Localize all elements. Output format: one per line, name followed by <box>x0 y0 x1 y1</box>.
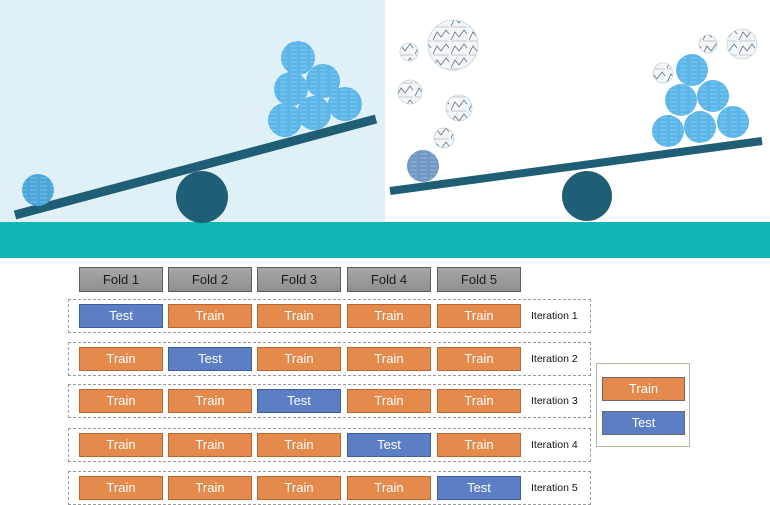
legend-test: Test <box>602 411 685 435</box>
fold-cell: Train <box>168 433 252 457</box>
fold-cell: Train <box>437 433 521 457</box>
iteration-row-1: Test Train Train Train Train Iteration 1 <box>68 299 591 333</box>
right-fulcrum <box>562 171 612 221</box>
fold-header-2: Fold 2 <box>168 267 252 292</box>
fold-cell: Test <box>168 347 252 371</box>
iteration-label: Iteration 4 <box>531 439 578 451</box>
right-beam <box>389 137 763 195</box>
iteration-row-2: Train Test Train Train Train Iteration 2 <box>68 342 591 376</box>
legend-train: Train <box>602 377 685 401</box>
fold-header-3: Fold 3 <box>257 267 341 292</box>
fold-cell: Train <box>79 476 163 500</box>
fold-cell: Train <box>347 304 431 328</box>
fold-cell: Train <box>79 347 163 371</box>
fold-cell: Test <box>257 389 341 413</box>
fold-cell: Train <box>347 389 431 413</box>
legend: Train Test <box>596 363 690 447</box>
fold-cell: Test <box>79 304 163 328</box>
fold-cell: Train <box>347 347 431 371</box>
iteration-label: Iteration 3 <box>531 395 578 407</box>
iteration-row-4: Train Train Train Test Train Iteration 4 <box>68 428 591 462</box>
fold-cell: Train <box>437 304 521 328</box>
left-fulcrum <box>176 171 228 223</box>
left-single-ball <box>22 174 54 206</box>
fold-cell: Train <box>257 347 341 371</box>
fold-cell: Train <box>347 476 431 500</box>
fold-cell: Train <box>168 389 252 413</box>
fold-cell: Train <box>257 433 341 457</box>
fold-cell: Test <box>347 433 431 457</box>
right-single-ball <box>407 150 439 182</box>
seesaw-scene-svg <box>0 0 770 258</box>
kfold-diagram: Fold 1 Fold 2 Fold 3 Fold 4 Fold 5 Test … <box>0 258 770 505</box>
left-beam <box>13 114 378 220</box>
right-ball-pile <box>652 54 749 147</box>
iteration-label: Iteration 1 <box>531 310 578 322</box>
fold-cell: Train <box>168 476 252 500</box>
balance-illustration <box>0 0 770 258</box>
iteration-row-3: Train Train Test Train Train Iteration 3 <box>68 384 591 418</box>
fold-cell: Train <box>79 389 163 413</box>
fold-cell: Train <box>437 389 521 413</box>
fold-cell: Test <box>437 476 521 500</box>
fold-cell: Train <box>257 304 341 328</box>
fold-cell: Train <box>79 433 163 457</box>
iteration-label: Iteration 2 <box>531 353 578 365</box>
right-seesaw <box>389 19 763 221</box>
left-seesaw <box>13 41 378 223</box>
ground-strip <box>0 222 770 258</box>
fold-cell: Train <box>437 347 521 371</box>
floating-graph-balls <box>397 19 758 149</box>
iteration-label: Iteration 5 <box>531 482 578 494</box>
left-ball-pile <box>268 41 362 137</box>
fold-header-4: Fold 4 <box>347 267 431 292</box>
fold-header-1: Fold 1 <box>79 267 163 292</box>
fold-cell: Train <box>257 476 341 500</box>
fold-cell: Train <box>168 304 252 328</box>
fold-header-5: Fold 5 <box>437 267 521 292</box>
